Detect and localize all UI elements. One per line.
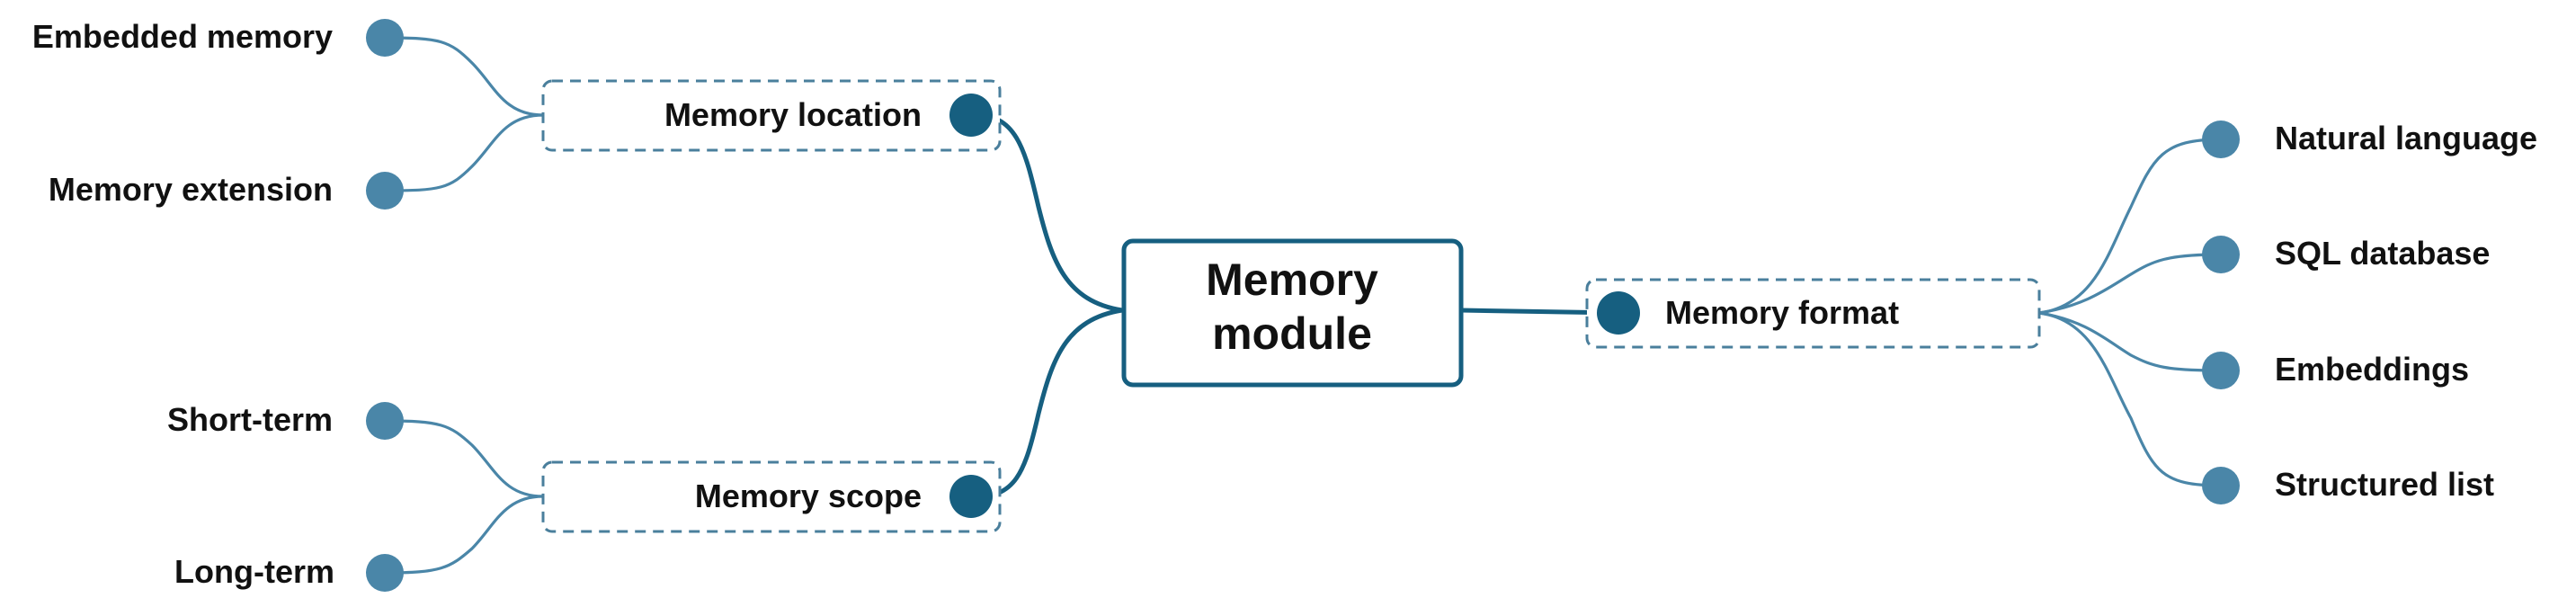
branch-box-memory-location bbox=[541, 79, 1002, 152]
leaf-dot-short-term[interactable] bbox=[366, 402, 404, 440]
branch-box-memory-format bbox=[1585, 278, 2041, 349]
leaf-label-natural-language: Natural language bbox=[2275, 120, 2537, 156]
leaf-label-structured-list: Structured list bbox=[2275, 466, 2494, 503]
leaf-label-long-term: Long-term bbox=[174, 553, 334, 590]
branch-dot-memory-format[interactable] bbox=[1597, 291, 1640, 335]
root-label-line1: Memory bbox=[1206, 254, 1378, 305]
leaf-structured-list[interactable]: Structured list bbox=[2202, 466, 2494, 504]
link-location-embedded-memory bbox=[384, 36, 544, 117]
root-node[interactable]: Memory module bbox=[1121, 238, 1464, 388]
branch-dot-memory-location[interactable] bbox=[949, 94, 993, 137]
branch-label-memory-location: Memory location bbox=[664, 96, 922, 133]
branch-memory-location[interactable]: Memory location bbox=[541, 79, 1002, 152]
leaf-label-memory-extension: Memory extension bbox=[49, 171, 333, 208]
leaf-embeddings[interactable]: Embeddings bbox=[2202, 351, 2469, 389]
link-root-memory-location bbox=[970, 112, 1123, 313]
link-location-memory-extension bbox=[384, 113, 544, 192]
link-format-embeddings bbox=[2038, 311, 2222, 372]
branch-dot-memory-scope[interactable] bbox=[949, 475, 993, 518]
leaf-dot-embedded-memory[interactable] bbox=[366, 19, 404, 57]
leaf-dot-sql-database[interactable] bbox=[2202, 236, 2240, 273]
leaf-dot-embeddings[interactable] bbox=[2202, 352, 2240, 389]
leaf-label-sql-database: SQL database bbox=[2275, 235, 2490, 272]
link-format-structured-list bbox=[2038, 311, 2222, 487]
leaf-dot-natural-language[interactable] bbox=[2202, 121, 2240, 158]
leaf-label-short-term: Short-term bbox=[167, 401, 333, 438]
branch-label-memory-format: Memory format bbox=[1665, 294, 1899, 331]
link-format-sql-database bbox=[2038, 253, 2222, 315]
leaf-natural-language[interactable]: Natural language bbox=[2202, 120, 2537, 158]
leaf-sql-database[interactable]: SQL database bbox=[2202, 235, 2490, 273]
leaf-short-term[interactable]: Short-term bbox=[167, 401, 404, 440]
leaf-label-embedded-memory: Embedded memory bbox=[32, 18, 333, 55]
root-box bbox=[1121, 238, 1464, 388]
branch-label-memory-scope: Memory scope bbox=[695, 478, 922, 514]
leaf-dot-memory-extension[interactable] bbox=[366, 172, 404, 210]
branch-memory-format[interactable]: Memory format bbox=[1585, 278, 2041, 349]
branch-box-memory-scope bbox=[541, 460, 1002, 533]
root-label-line2: module bbox=[1212, 308, 1372, 359]
leaf-embedded-memory[interactable]: Embedded memory bbox=[32, 18, 404, 57]
leaf-label-embeddings: Embeddings bbox=[2275, 351, 2469, 388]
link-scope-long-term bbox=[384, 495, 544, 575]
link-root-memory-scope bbox=[970, 308, 1123, 499]
leaf-memory-extension[interactable]: Memory extension bbox=[49, 171, 404, 210]
leaf-dot-structured-list[interactable] bbox=[2202, 467, 2240, 504]
leaf-long-term[interactable]: Long-term bbox=[174, 553, 404, 592]
branch-memory-scope[interactable]: Memory scope bbox=[541, 460, 1002, 533]
leaf-dot-long-term[interactable] bbox=[366, 554, 404, 592]
link-format-natural-language bbox=[2038, 138, 2222, 315]
link-scope-short-term bbox=[384, 419, 544, 498]
